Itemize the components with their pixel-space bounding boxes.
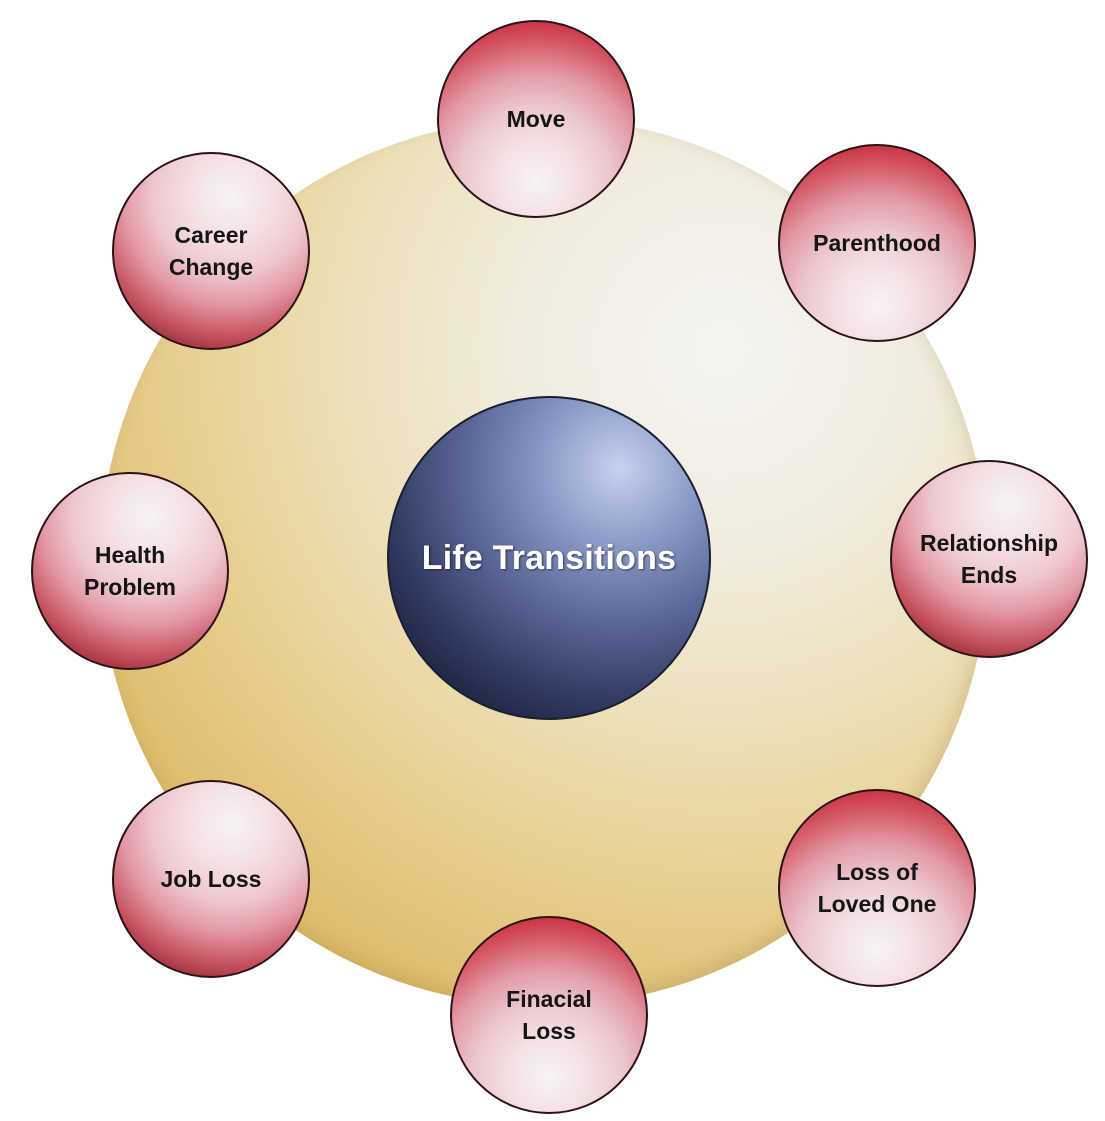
- node-loss-of-loved-one: Loss of Loved One: [778, 789, 976, 987]
- center-label: Life Transitions: [421, 538, 677, 577]
- node-label-finacial-loss: Finacial Loss: [506, 986, 592, 1044]
- node-relationship-ends: Relationship Ends: [890, 460, 1088, 658]
- node-label-health-problem: Health Problem: [83, 542, 177, 600]
- node-parenthood: Parenthood: [778, 144, 976, 342]
- node-move: Move: [437, 20, 635, 218]
- node-health-problem: Health Problem: [31, 472, 229, 670]
- node-label-move: Move: [506, 106, 566, 132]
- node-label-job-loss: Job Loss: [160, 866, 262, 892]
- node-career-change: Career Change: [112, 152, 310, 350]
- center-sphere: Life Transitions: [387, 396, 711, 720]
- node-label-relationship-ends: Relationship Ends: [919, 530, 1058, 588]
- node-job-loss: Job Loss: [112, 780, 310, 978]
- node-finacial-loss: Finacial Loss: [450, 916, 648, 1114]
- node-label-loss-of-loved-one: Loss of Loved One: [817, 859, 937, 917]
- node-label-parenthood: Parenthood: [813, 230, 941, 256]
- node-label-career-change: Career Change: [168, 222, 254, 280]
